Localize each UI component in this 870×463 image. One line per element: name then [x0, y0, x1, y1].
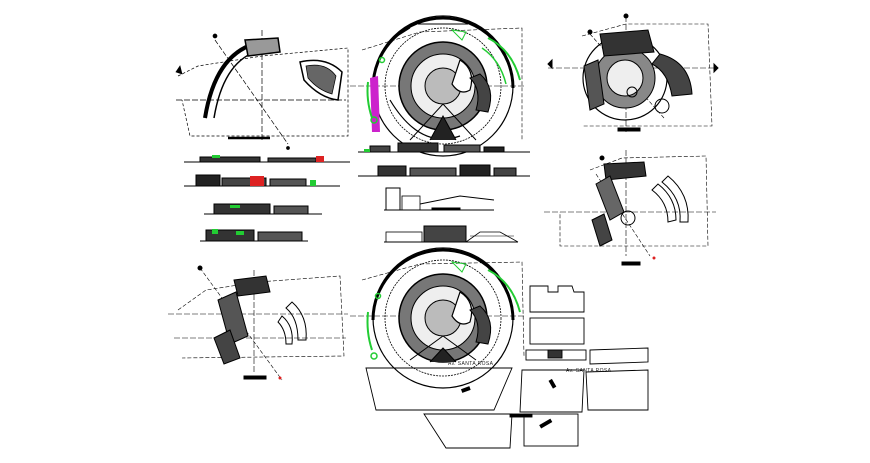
site-plan-top-right [547, 13, 719, 132]
street-label-right: Av. SANTA ROSA [566, 368, 612, 374]
master-plan-top-center [350, 15, 526, 157]
master-plan-bottom-center [350, 247, 526, 389]
sections-center [358, 142, 530, 243]
site-plan-bottom-left [168, 265, 348, 381]
street-label-left: Av. SANTA ROSA [448, 361, 494, 367]
site-plan-mid-right [544, 150, 716, 266]
lot-plan-bottom-right: Av. SANTA ROSA Av. SANTA ROSA [365, 285, 649, 449]
elevations-left [184, 155, 350, 242]
site-plan-top-left [175, 30, 349, 150]
